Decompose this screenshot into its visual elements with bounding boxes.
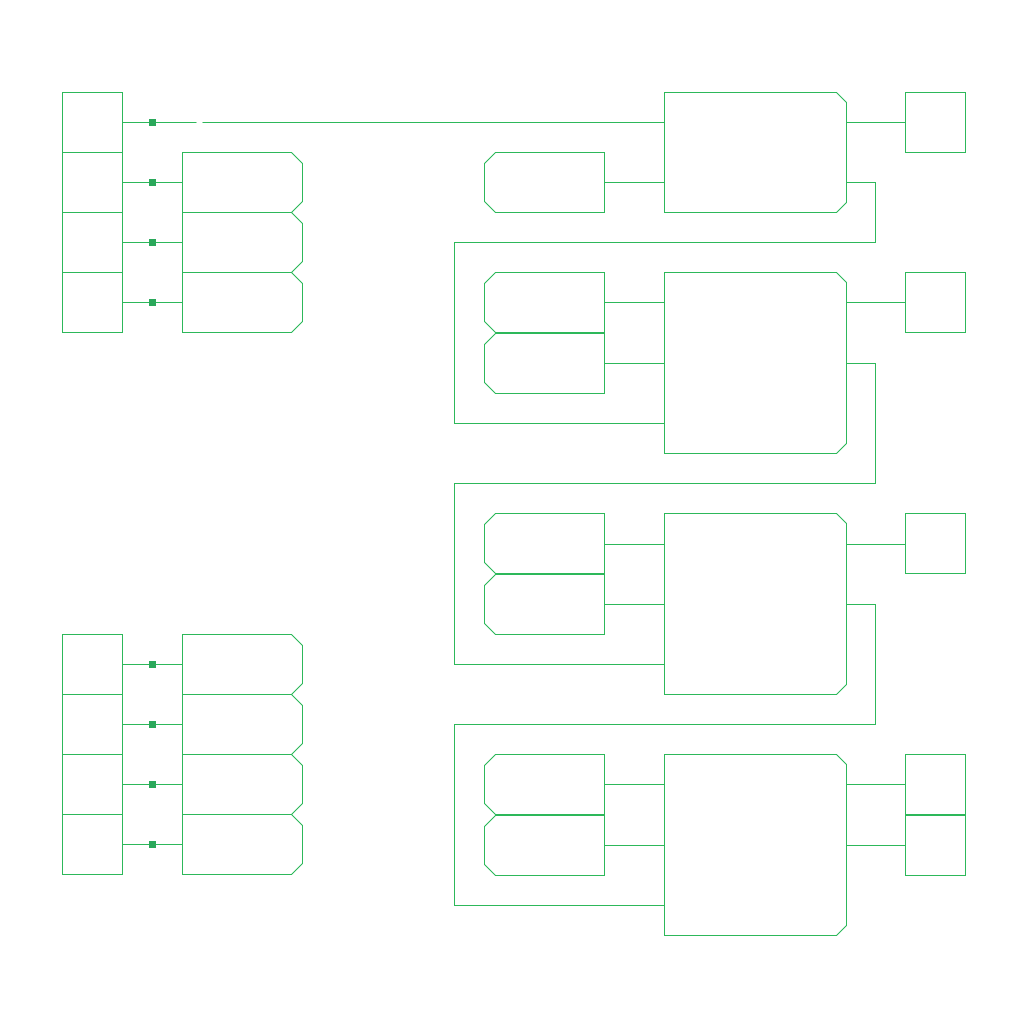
left-top-port-3 (62, 212, 123, 273)
left-top-connector-3 (182, 272, 303, 333)
feedback-wire-3 (454, 604, 876, 906)
right-block-4-input-2 (484, 815, 605, 876)
right-block-2-output-1 (905, 272, 966, 333)
right-block-3-output-1 (905, 513, 966, 574)
left-bottom-port-4 (62, 814, 123, 875)
left-bottom-junction-2 (149, 721, 156, 728)
right-block-2-input-1 (484, 272, 605, 333)
right-block-4-output-1 (905, 754, 966, 815)
right-block-2-input-2 (484, 333, 605, 394)
right-block-3-input-2 (484, 574, 605, 635)
right-block-1-input-1 (484, 152, 605, 213)
left-bottom-connector-3 (182, 754, 303, 815)
right-block-1 (664, 92, 847, 213)
left-top-port-1 (62, 92, 123, 153)
wires-layer (122, 122, 906, 906)
left-top-connector-2 (182, 212, 303, 273)
left-bottom-connector-4 (182, 814, 303, 875)
left-bottom-port-1 (62, 634, 123, 695)
right-block-4-output-2 (905, 815, 966, 876)
left-bottom-port-2 (62, 694, 123, 755)
right-block-3-input-1 (484, 513, 605, 574)
junctions-layer (149, 119, 156, 848)
right-block-4-input-1 (484, 754, 605, 815)
left-bottom-connector-1 (182, 634, 303, 695)
left-top-port-2 (62, 152, 123, 213)
right-block-2 (664, 272, 847, 454)
left-top-connector-1 (182, 152, 303, 213)
left-bottom-connector-2 (182, 694, 303, 755)
left-top-junction-1 (149, 119, 156, 126)
right-block-4 (664, 754, 847, 936)
feedback-wire-2 (454, 363, 876, 665)
left-top-port-4 (62, 272, 123, 333)
left-top-junction-4 (149, 299, 156, 306)
left-bottom-junction-1 (149, 661, 156, 668)
left-top-junction-3 (149, 239, 156, 246)
left-top-junction-2 (149, 179, 156, 186)
shapes-layer (62, 92, 966, 936)
right-block-1-output-1 (905, 92, 966, 153)
feedback-wire-1 (454, 182, 876, 424)
left-bottom-junction-3 (149, 781, 156, 788)
right-block-3 (664, 513, 847, 695)
left-bottom-port-3 (62, 754, 123, 815)
left-bottom-junction-4 (149, 841, 156, 848)
